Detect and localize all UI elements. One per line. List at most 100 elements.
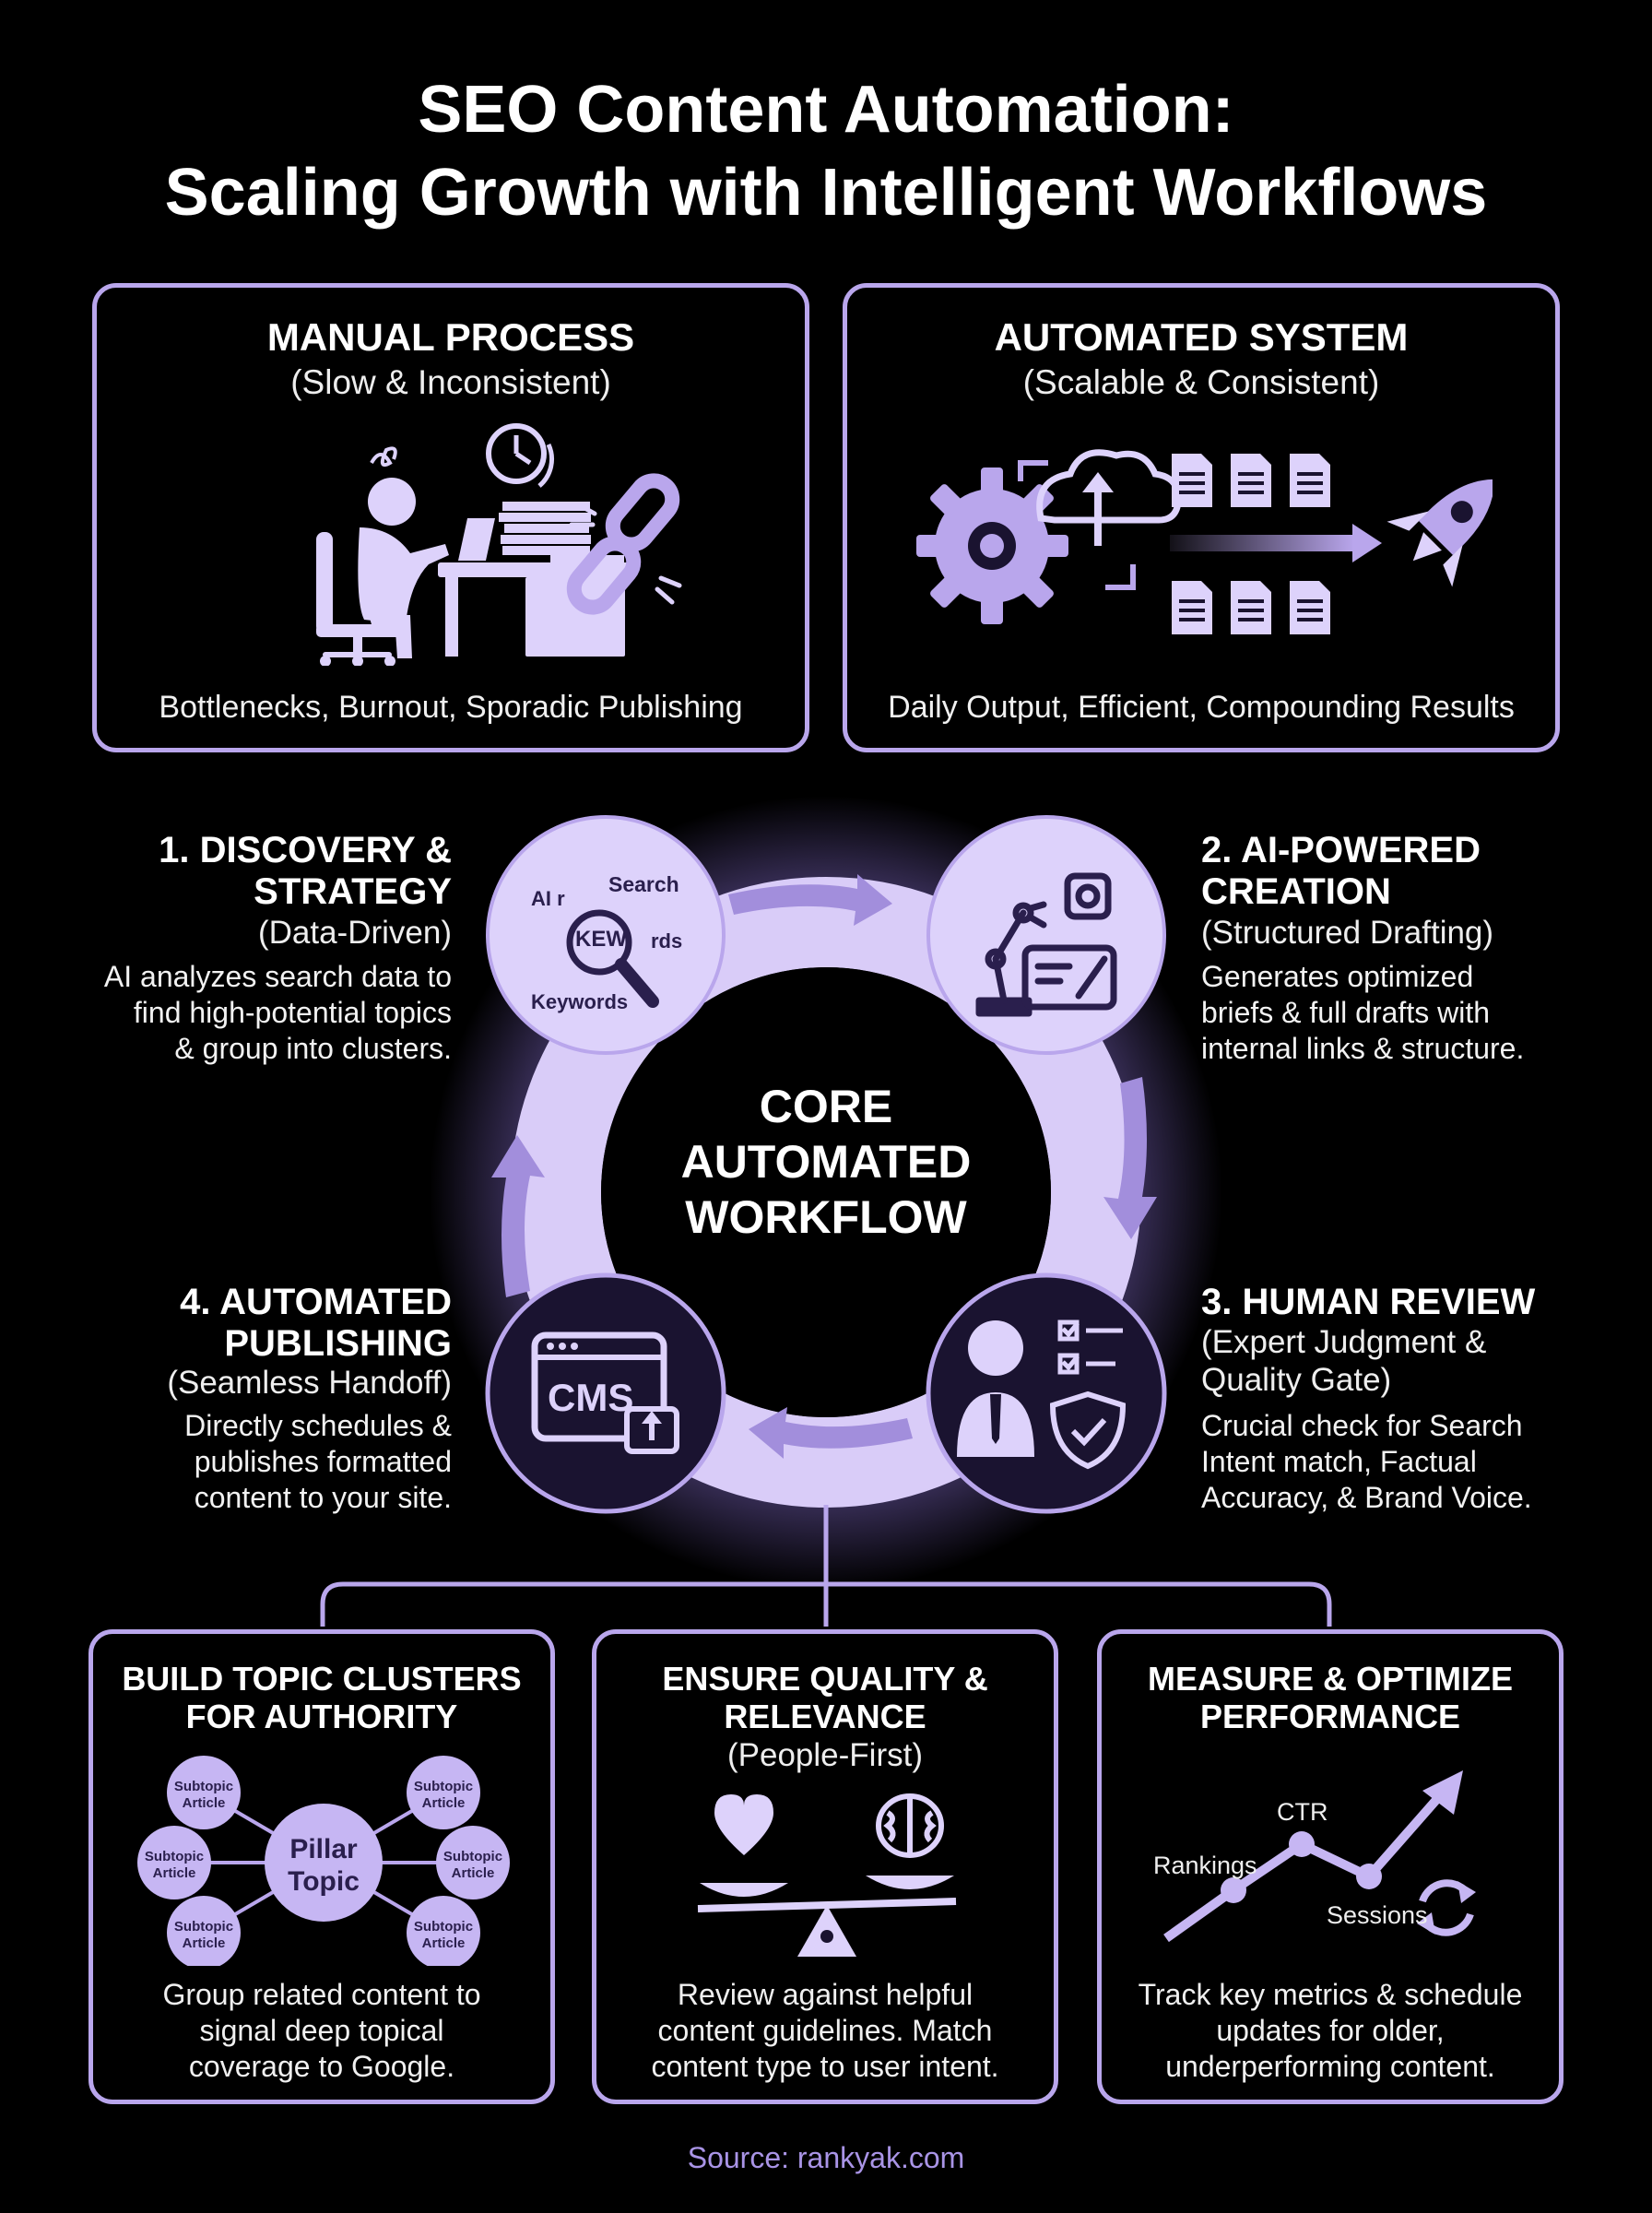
broken-link-icon bbox=[566, 473, 682, 615]
core-line3: WORKFLOW bbox=[685, 1191, 967, 1243]
automated-system-caption: Daily Output, Efficient, Compounding Res… bbox=[888, 690, 1515, 725]
step2-desc-line1: Generates optimized bbox=[1201, 960, 1474, 993]
measure-desc-line3: underperforming content. bbox=[1165, 2050, 1495, 2083]
manual-process-subtitle: (Slow & Inconsistent) bbox=[290, 363, 611, 401]
step2-subtitle: (Structured Drafting) bbox=[1201, 915, 1494, 951]
step1-desc-line1: AI analyzes search data to bbox=[103, 960, 452, 993]
arrow-top bbox=[728, 874, 892, 926]
quality-title-line2: RELEVANCE bbox=[724, 1698, 926, 1735]
measure-desc-line1: Track key metrics & schedule bbox=[1138, 1978, 1523, 2011]
topic-clusters-desc-line2: signal deep topical bbox=[199, 2014, 444, 2047]
arrow-left bbox=[491, 1135, 545, 1297]
subtopic-label: Subtopic bbox=[174, 1779, 233, 1794]
rankings-label: Rankings bbox=[1153, 1852, 1257, 1879]
core-line1: CORE bbox=[759, 1081, 893, 1132]
page-title-line1: SEO Content Automation: bbox=[418, 73, 1234, 147]
checklist-icon bbox=[1057, 1320, 1123, 1375]
ctr-label: CTR bbox=[1277, 1798, 1328, 1826]
step3-subtitle-line2: Quality Gate) bbox=[1201, 1362, 1392, 1398]
subtopic-label: Article bbox=[153, 1865, 196, 1881]
step2-desc-line2: briefs & full drafts with bbox=[1201, 996, 1490, 1029]
step3-desc-line2: Intent match, Factual bbox=[1201, 1445, 1477, 1478]
step2-title-line1: 2. AI-POWERED bbox=[1201, 830, 1481, 870]
manual-process-title: MANUAL PROCESS bbox=[266, 315, 635, 359]
cms-window-icon bbox=[531, 1331, 679, 1454]
topic-clusters-title-line2: FOR AUTHORITY bbox=[185, 1698, 458, 1735]
subtopic-node bbox=[407, 1896, 480, 1966]
step1-title-line2: STRATEGY bbox=[254, 871, 452, 912]
connector-lines bbox=[320, 1505, 1332, 1627]
subtopic-node bbox=[167, 1896, 241, 1966]
arrow-right bbox=[1103, 1077, 1157, 1239]
topic-clusters-panel: BUILD TOPIC CLUSTERS FOR AUTHORITY Pilla… bbox=[88, 1629, 555, 2104]
subtopic-node bbox=[167, 1756, 241, 1829]
sessions-label: Sessions bbox=[1327, 1901, 1428, 1929]
step2-title-line2: CREATION bbox=[1201, 871, 1391, 912]
creation-node bbox=[926, 815, 1166, 1055]
quality-title-line1: ENSURE QUALITY & bbox=[662, 1660, 988, 1698]
discovery-icon-word-search: Search bbox=[608, 872, 679, 896]
step1-description: AI analyzes search data to find high-pot… bbox=[37, 959, 452, 1067]
subtopic-label: Article bbox=[183, 1935, 226, 1951]
arrow-bottom bbox=[749, 1407, 913, 1459]
discovery-icon-word-kew: KEW bbox=[575, 927, 627, 952]
step3-title: 3. HUMAN REVIEW bbox=[1201, 1282, 1536, 1322]
step2-desc-line3: internal links & structure. bbox=[1201, 1032, 1525, 1065]
step1-desc-line2: find high-potential topics bbox=[133, 996, 452, 1029]
workflow-arrows bbox=[491, 874, 1157, 1459]
core-workflow-label: CORE AUTOMATED WORKFLOW bbox=[642, 1079, 1010, 1245]
subtopic-label: Article bbox=[422, 1795, 466, 1811]
subtopic-label: Article bbox=[422, 1935, 466, 1951]
stressed-worker-illustration bbox=[316, 423, 636, 666]
measure-desc-line2: updates for older, bbox=[1216, 2014, 1445, 2047]
discovery-node bbox=[486, 815, 726, 1055]
rocket-icon bbox=[1386, 479, 1493, 587]
step1-title-line1: 1. DISCOVERY & bbox=[159, 830, 452, 870]
quality-desc-line3: content type to user intent. bbox=[651, 2050, 999, 2083]
measure-title-line1: MEASURE & OPTIMIZE bbox=[1147, 1660, 1514, 1698]
measure-title-line2: PERFORMANCE bbox=[1199, 1698, 1460, 1735]
subtopic-label: Subtopic bbox=[414, 1779, 473, 1794]
automated-system-title: AUTOMATED SYSTEM bbox=[994, 315, 1409, 359]
quality-relevance-panel: ENSURE QUALITY & RELEVANCE (People-First… bbox=[592, 1629, 1058, 2104]
performance-trend-icon: CTR Rankings Sessions bbox=[1153, 1770, 1476, 1943]
quality-description: Review against helpful content guideline… bbox=[606, 1977, 1044, 2085]
automation-illustration bbox=[916, 449, 1493, 634]
measure-optimize-panel: MEASURE & OPTIMIZE PERFORMANCE CTR Ranki… bbox=[1097, 1629, 1564, 2104]
quality-desc-line1: Review against helpful bbox=[677, 1978, 974, 2011]
step4-desc-line1: Directly schedules & bbox=[184, 1409, 452, 1442]
pillar-topic-node bbox=[265, 1804, 383, 1922]
subtopic-node bbox=[407, 1756, 480, 1829]
shield-check-icon bbox=[1049, 1391, 1127, 1470]
step4-title-line1: 4. AUTOMATED bbox=[180, 1282, 452, 1322]
automated-system-subtitle: (Scalable & Consistent) bbox=[1022, 363, 1380, 401]
pillar-label-1: Pillar bbox=[289, 1834, 358, 1864]
core-line2: AUTOMATED bbox=[680, 1136, 972, 1188]
measure-description: Track key metrics & schedule updates for… bbox=[1111, 1977, 1550, 2085]
review-node bbox=[926, 1272, 1167, 1514]
discovery-icon-word-keywords: Keywords bbox=[531, 990, 629, 1013]
subtopic-label: Subtopic bbox=[145, 1849, 204, 1864]
page-title-line2: Scaling Growth with Intelligent Workflow… bbox=[164, 156, 1488, 230]
topic-cluster-diagram: Pillar Topic Subtopic Article Subtopic A… bbox=[137, 1756, 510, 1966]
cms-label: CMS bbox=[548, 1376, 634, 1419]
manual-process-caption: Bottlenecks, Burnout, Sporadic Publishin… bbox=[159, 690, 743, 725]
subtopic-label: Subtopic bbox=[174, 1919, 233, 1935]
step1-subtitle: (Data-Driven) bbox=[257, 915, 452, 951]
magnifier-icon bbox=[566, 909, 659, 1008]
reviewer-icon bbox=[957, 1320, 1034, 1457]
step4-description: Directly schedules & publishes formatted… bbox=[37, 1408, 452, 1516]
automated-system-panel: AUTOMATED SYSTEM (Scalable & Consistent) bbox=[843, 283, 1560, 752]
subtopic-label: Subtopic bbox=[443, 1849, 502, 1864]
topic-clusters-desc-line3: coverage to Google. bbox=[188, 2050, 455, 2083]
clock-icon bbox=[486, 423, 554, 488]
quality-subtitle: (People-First) bbox=[727, 1737, 923, 1773]
step1-desc-line3: & group into clusters. bbox=[174, 1032, 452, 1065]
brain-icon bbox=[876, 1793, 944, 1858]
step3-description: Crucial check for Search Intent match, F… bbox=[1201, 1408, 1625, 1516]
source-credit: Source: rankyak.com bbox=[687, 2141, 965, 2174]
step4-desc-line3: content to your site. bbox=[194, 1481, 452, 1514]
step4-title-line2: PUBLISHING bbox=[224, 1323, 452, 1364]
step3-desc-line1: Crucial check for Search bbox=[1201, 1409, 1523, 1442]
